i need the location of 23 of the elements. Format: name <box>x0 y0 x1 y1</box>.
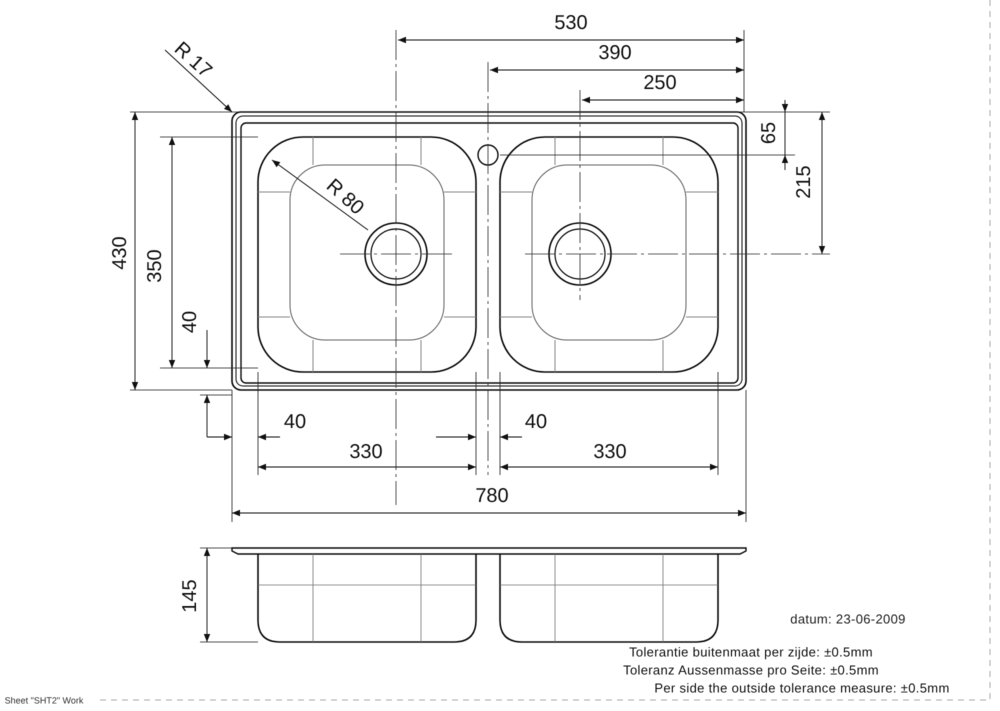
dimension-value: 40 <box>180 310 200 334</box>
dimension-value: 430 <box>110 236 130 270</box>
dimension-value: 330 <box>593 442 627 462</box>
dimension-value: 215 <box>794 165 814 199</box>
dimension-value: 145 <box>180 579 200 613</box>
dimension-value: 40 <box>524 412 548 432</box>
radius-label: R 17 <box>170 38 216 82</box>
dimension-value: 350 <box>145 249 165 283</box>
tolerance-note: Tolerantie buitenmaat per zijde: ±0.5mm <box>629 646 873 658</box>
dimension-value: 330 <box>349 442 383 462</box>
tolerance-note: Toleranz Aussenmasse pro Seite: ±0.5mm <box>623 664 879 676</box>
dimension-value: 40 <box>284 412 306 432</box>
dimension-value: 250 <box>643 73 677 93</box>
dimension-value: 390 <box>598 43 632 63</box>
sheet-label: Sheet "SHT2" Work <box>4 696 84 706</box>
date-note: datum: 23-06-2009 <box>790 612 906 626</box>
tolerance-note: Per side the outside tolerance measure: ±0.5mm <box>654 682 950 694</box>
dimension-value: 65 <box>759 122 779 144</box>
dimension-value: 530 <box>554 13 588 33</box>
radius-label: R 80 <box>322 175 368 219</box>
dimension-value: 780 <box>475 486 509 506</box>
leader-line <box>272 160 368 230</box>
leader-line <box>164 50 232 112</box>
